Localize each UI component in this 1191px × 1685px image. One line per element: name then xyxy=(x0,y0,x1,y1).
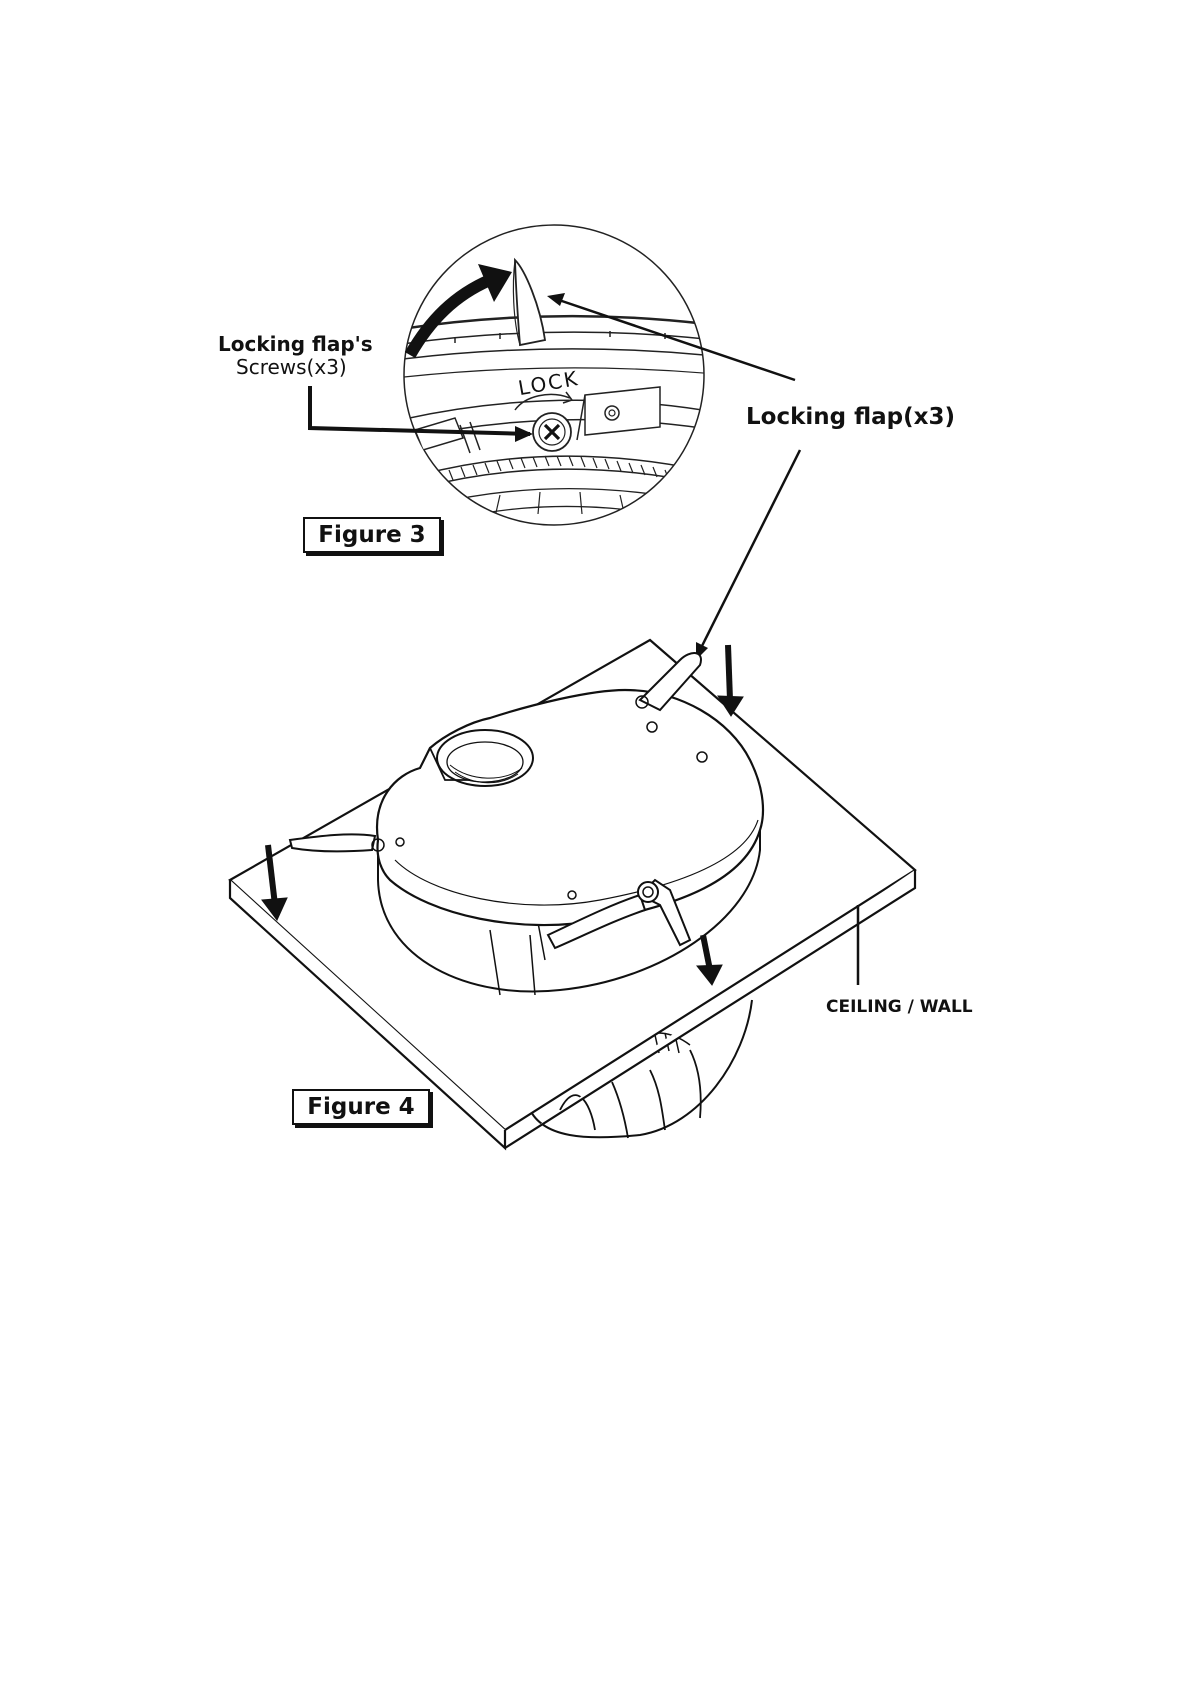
figure4-assembly xyxy=(230,640,915,1148)
ceiling-wall-label: CEILING / WALL xyxy=(826,998,973,1017)
figure3-caption: Figure 3 xyxy=(303,517,441,553)
locking-flap-label: Locking flap(x3) xyxy=(746,405,955,430)
figure4-caption: Figure 4 xyxy=(292,1089,430,1125)
screws-label-line2: Screws(x3) xyxy=(236,356,347,378)
locking-flap-leader-arrow-bottom xyxy=(696,450,800,660)
screws-label-line1: Locking flap's xyxy=(218,333,373,355)
